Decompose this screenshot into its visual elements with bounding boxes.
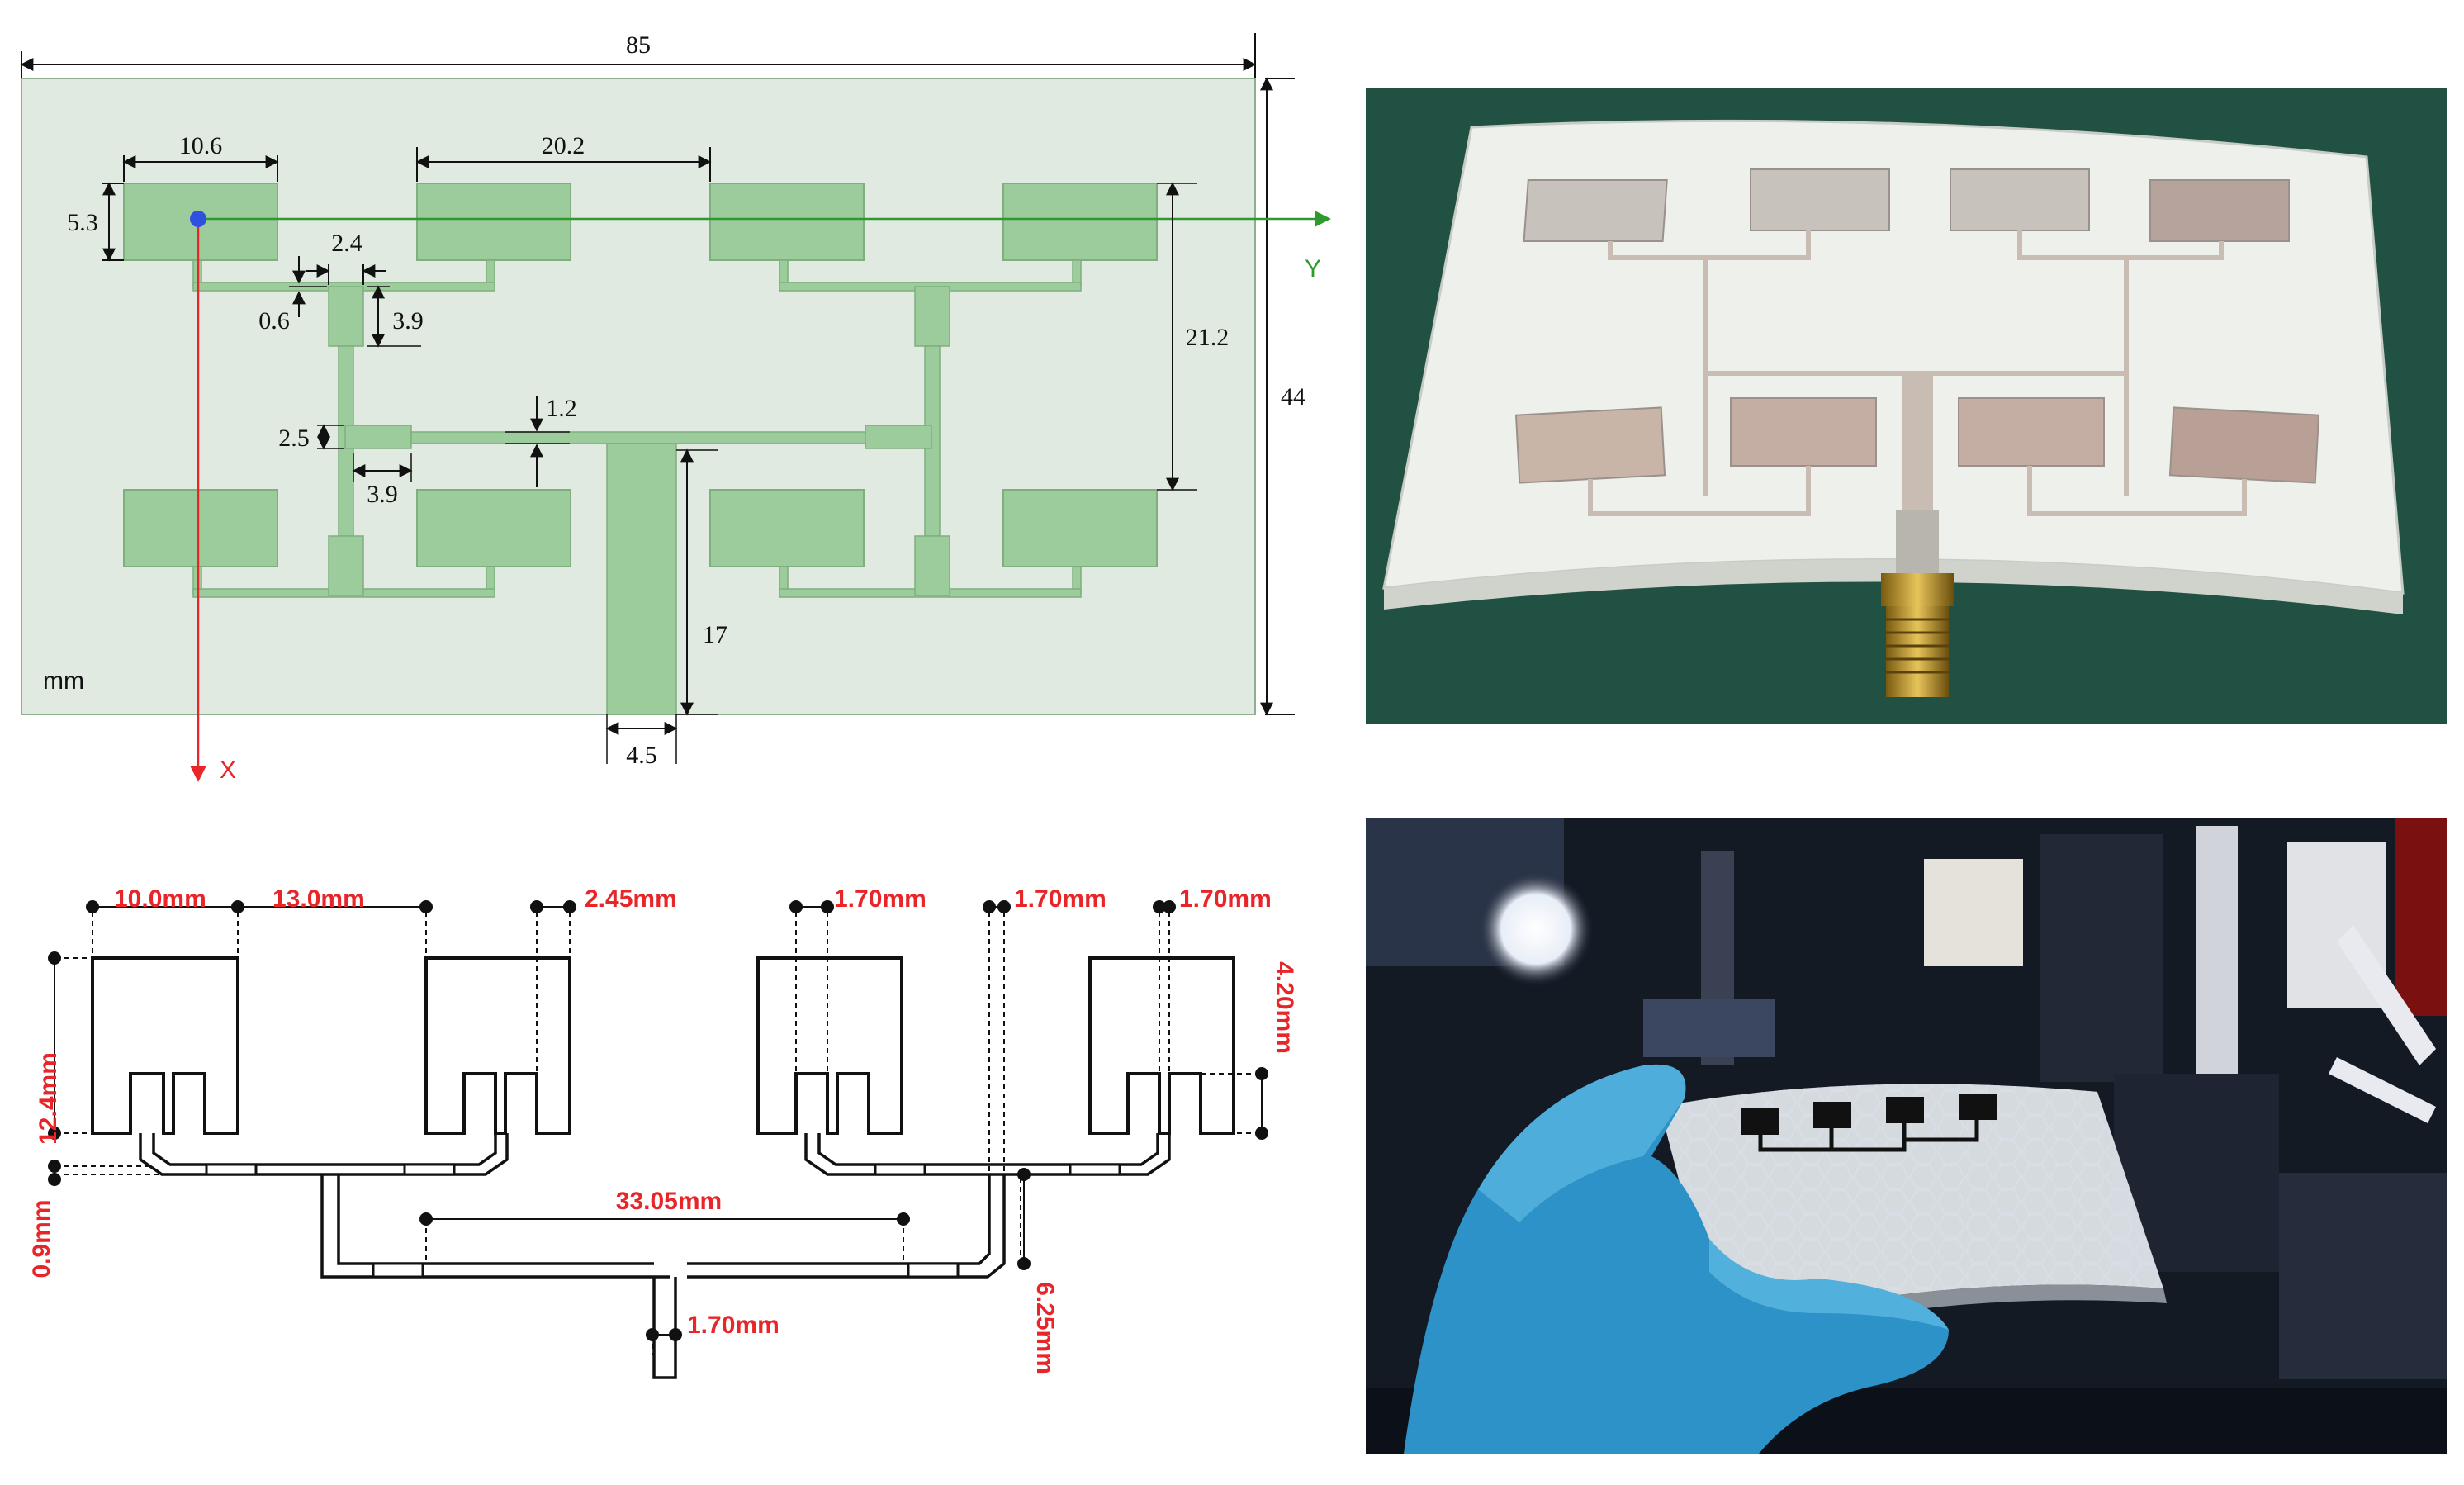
connector-pins bbox=[1896, 510, 1939, 575]
dim-170b-label: 1.70mm bbox=[1014, 885, 1106, 913]
patch bbox=[709, 183, 865, 261]
trace-width-label: 1.2 bbox=[546, 395, 577, 422]
panel-a-layout: 85 44 bbox=[20, 31, 1331, 784]
substrate-edge bbox=[1384, 559, 2403, 614]
feed-strip-label: 4.5 bbox=[626, 742, 657, 769]
slotted-patch bbox=[1088, 956, 1235, 1135]
slotted-patch bbox=[91, 956, 239, 1135]
guide-lines bbox=[54, 912, 1263, 1355]
patch-width-label: 10.6 bbox=[179, 132, 223, 159]
panel-b-layout: 10.0mm 13.0mm 2.45mm 1.70mm 1.70mm 1.70m… bbox=[28, 885, 1298, 1379]
dim-3305-label: 33.05mm bbox=[616, 1188, 722, 1215]
feed-length-label: 17 bbox=[703, 621, 727, 648]
sma-connector-body bbox=[1886, 606, 1949, 697]
slotted-patch bbox=[424, 956, 571, 1135]
patch-array bbox=[123, 183, 1158, 567]
patch bbox=[416, 489, 571, 567]
stub-length-lower-label: 3.9 bbox=[367, 481, 398, 508]
patch bbox=[416, 183, 571, 261]
dim-420-label: 4.20mm bbox=[1271, 961, 1298, 1054]
photo-handheld-antenna bbox=[1366, 818, 2447, 1454]
panel-b-feed-network bbox=[139, 1133, 1171, 1379]
printed-main-feed bbox=[1902, 373, 1933, 532]
patch-height-label: 5.3 bbox=[67, 209, 98, 236]
feed-point-dot bbox=[190, 211, 206, 227]
honeycomb-patches bbox=[1741, 1094, 1997, 1135]
patch bbox=[123, 489, 278, 567]
patch bbox=[1002, 183, 1158, 261]
dim-13-label: 13.0mm bbox=[272, 885, 365, 913]
photo-flexible-antenna bbox=[1366, 88, 2447, 724]
stub-length-upper-label: 3.9 bbox=[392, 307, 424, 334]
line-width-label: 2.5 bbox=[278, 425, 310, 452]
sma-connector-nut bbox=[1881, 573, 1954, 606]
printed-patches bbox=[1514, 168, 2320, 484]
row-gap-label: 21.2 bbox=[1186, 324, 1230, 351]
dim-625-label: 6.25mm bbox=[1031, 1282, 1059, 1374]
height-label: 44 bbox=[1281, 383, 1305, 410]
y-axis-label: Y bbox=[1305, 255, 1321, 282]
dim-170c-label: 1.70mm bbox=[1179, 885, 1272, 913]
slotted-patch bbox=[756, 956, 903, 1135]
transformer-sections bbox=[205, 1163, 1121, 1279]
patch bbox=[709, 489, 865, 567]
dimension-lines bbox=[54, 906, 1263, 1336]
x-axis-label: X bbox=[220, 757, 236, 784]
dim-10-label: 10.0mm bbox=[114, 885, 206, 913]
width-label: 85 bbox=[626, 31, 651, 59]
dim-170-feed-label: 1.70mm bbox=[687, 1312, 779, 1339]
dim-245-label: 2.45mm bbox=[585, 885, 677, 913]
slotted-patch-outlines bbox=[91, 956, 1235, 1135]
dim-124-label: 12.4mm bbox=[35, 1052, 62, 1145]
dimension-dots bbox=[48, 900, 1268, 1341]
lab-lamp bbox=[1478, 871, 1594, 987]
dim-170a-label: 1.70mm bbox=[834, 885, 926, 913]
feed-network bbox=[192, 259, 1082, 715]
patch bbox=[1002, 489, 1158, 567]
feed-width-label: 2.4 bbox=[331, 230, 362, 257]
spacing-label: 20.2 bbox=[542, 132, 585, 159]
unit-label: mm bbox=[43, 667, 84, 695]
dim-09-label: 0.9mm bbox=[28, 1199, 55, 1278]
gap-label: 0.6 bbox=[258, 307, 290, 334]
